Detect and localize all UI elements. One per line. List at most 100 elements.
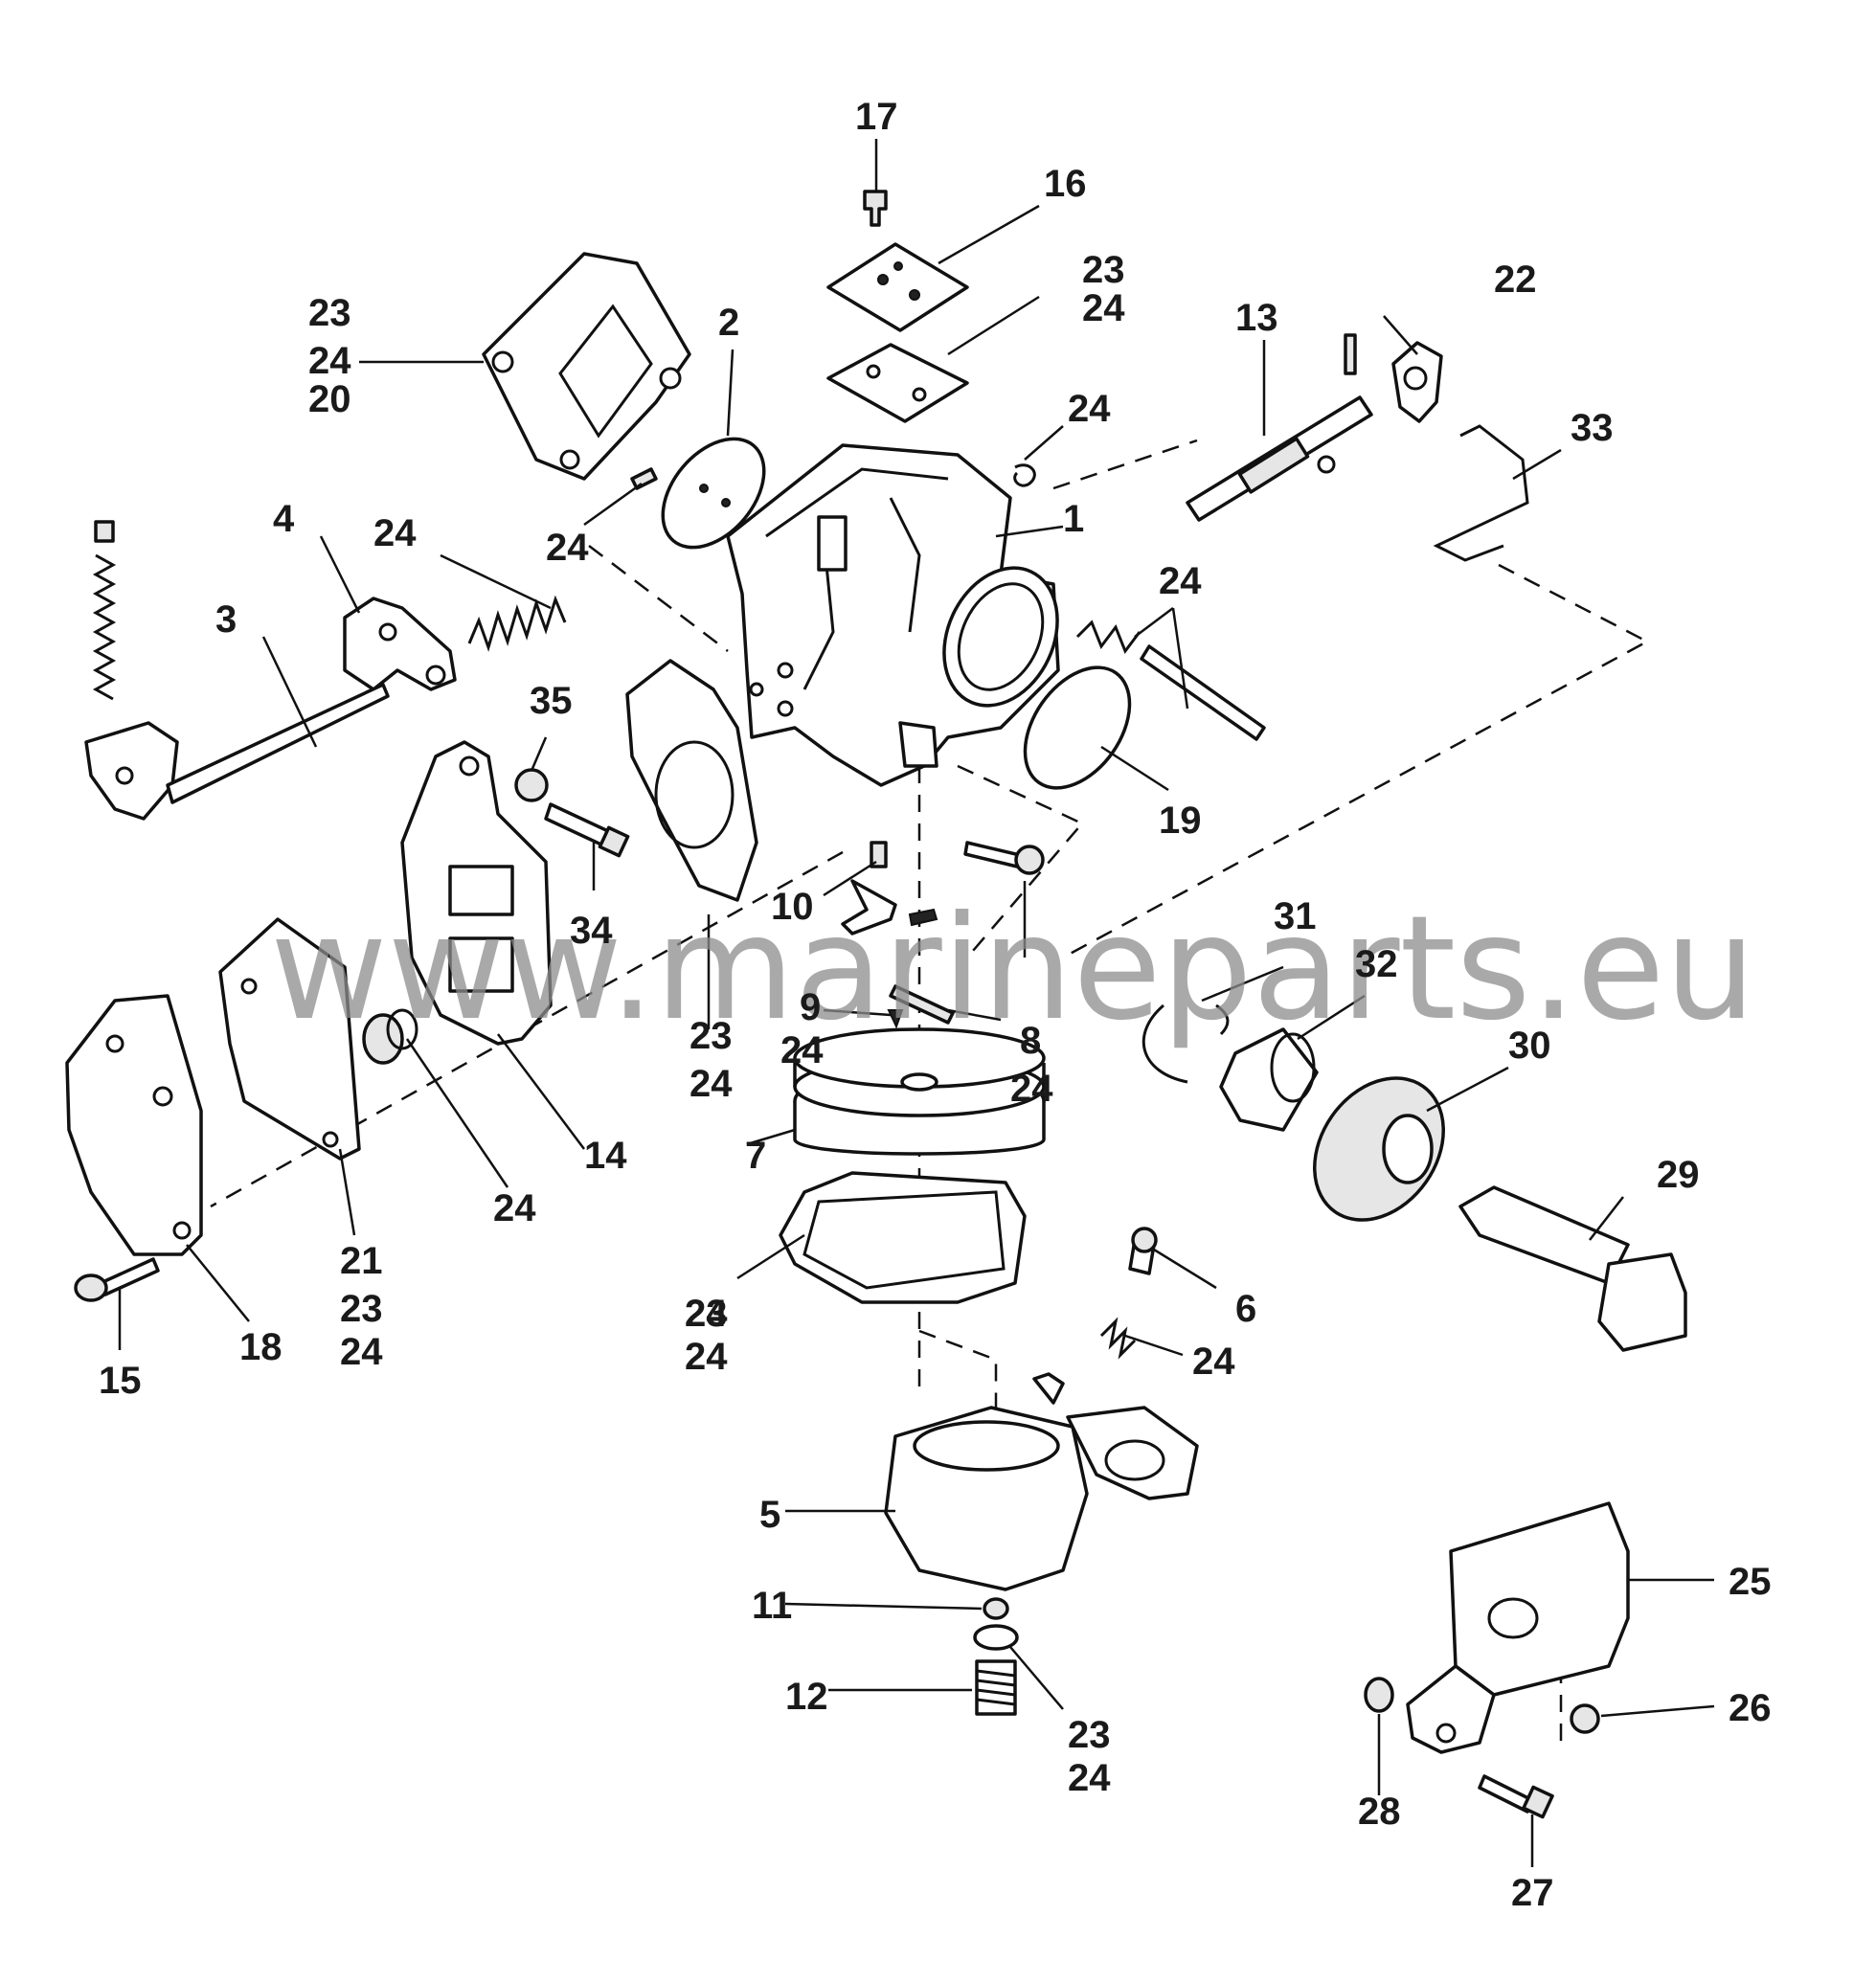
callout-4: 4: [273, 498, 295, 540]
callout-24: 24: [1159, 560, 1202, 602]
callout-24: 24: [546, 527, 589, 569]
part-30-gear-cam: [1313, 1076, 1445, 1222]
part-35-nut: [514, 768, 549, 802]
callout-11: 11: [752, 1585, 792, 1627]
callout-8: 8: [1020, 1020, 1041, 1062]
part-15-screw: [74, 1257, 160, 1302]
watermark-text: www.marineparts.eu: [270, 886, 1756, 1052]
part-5-float-bowl: [884, 1372, 1199, 1591]
part-9-needle-valve: [887, 1009, 904, 1029]
part-24-small-screw-a: [630, 467, 658, 490]
part-13-throttle-shaft: [1186, 333, 1373, 522]
part-19-throttle-plate: [1023, 665, 1132, 790]
callout-24: 24: [1010, 1068, 1053, 1110]
callout-18: 18: [239, 1326, 283, 1368]
part-7-float: [793, 1027, 1046, 1156]
part-18-pump-cover: [65, 994, 203, 1256]
part-12-drain-screw: [975, 1659, 1017, 1716]
callout-24: 24: [1068, 388, 1111, 430]
callout-23: 23: [1082, 249, 1125, 291]
part-23-washer: [973, 1624, 1019, 1651]
callout-29: 29: [1657, 1154, 1700, 1196]
callout-35: 35: [530, 680, 573, 722]
part-24-small-clip-b: [1013, 463, 1036, 487]
callout-32: 32: [1355, 943, 1398, 985]
callout-24: 24: [340, 1331, 383, 1373]
callout-19: 19: [1159, 800, 1202, 842]
callout-25: 25: [1729, 1561, 1772, 1603]
part-16-cover-plate: [826, 242, 969, 332]
part-33-wire-link: [1433, 424, 1529, 562]
part-21-gasket: [218, 917, 361, 1161]
callout-14: 14: [584, 1135, 627, 1177]
part-11-seal: [983, 1597, 1009, 1620]
callout-2: 2: [718, 302, 739, 344]
callout-6: 6: [1235, 1288, 1256, 1330]
part-24-idle-screw: [1075, 620, 1266, 741]
part-32-bushing: [1219, 1027, 1319, 1132]
part-28-bushing: [1364, 1677, 1394, 1713]
callout-30: 30: [1508, 1025, 1551, 1067]
callout-31: 31: [1274, 895, 1317, 937]
part-hinge-pin: [841, 879, 938, 935]
part-24-screw-c: [963, 841, 1045, 875]
part-31-retaining-clip: [1141, 1003, 1230, 1084]
callout-27: 27: [1511, 1872, 1554, 1914]
callout-17: 17: [855, 96, 898, 138]
callout-labels: 17 16 23 24 22 13 33 23 24 20 2 24 1 4 2…: [99, 96, 1772, 1914]
callout-3: 3: [215, 598, 237, 641]
callout-23: 23: [1068, 1714, 1111, 1756]
callout-23: 23: [340, 1288, 383, 1330]
part-23-gasket-body: [625, 659, 758, 902]
part-34-screw: [544, 802, 630, 858]
part-27-screw: [1478, 1774, 1554, 1819]
part-17-screw: [863, 190, 888, 227]
callout-16: 16: [1044, 163, 1087, 205]
part-14-fuel-pump-body: [400, 740, 553, 1046]
callout-34: 34: [570, 910, 613, 952]
callout-22: 22: [1494, 259, 1537, 301]
callout-13: 13: [1235, 297, 1278, 339]
callout-28: 28: [1358, 1791, 1401, 1833]
part-10-needle: [870, 841, 888, 868]
leader-lines: [118, 139, 1715, 1867]
callout-24: 24: [685, 1293, 728, 1335]
callout-24: 24: [780, 1029, 824, 1071]
callout-12: 12: [785, 1676, 828, 1718]
callout-24: 24: [685, 1336, 728, 1378]
part-24-check-valve: [362, 1008, 418, 1065]
part-26-ball: [1570, 1703, 1600, 1734]
part-24-spring-b: [1099, 1317, 1137, 1360]
callout-24: 24: [689, 1063, 733, 1105]
part-25-enrichener: [1406, 1501, 1630, 1754]
part-4-cam-lever: [343, 597, 457, 691]
part-20-gasket-plate: [482, 252, 691, 481]
callout-24: 24: [308, 340, 351, 382]
callout-24: 24: [1082, 287, 1125, 329]
part-29-plunger: [1458, 1185, 1687, 1352]
callout-9: 9: [800, 986, 821, 1028]
callout-24: 24: [1068, 1757, 1111, 1799]
callout-26: 26: [1729, 1687, 1772, 1729]
callout-5: 5: [759, 1494, 780, 1536]
part-2-diaphragm: [661, 437, 766, 550]
part-gasket-under-16: [826, 343, 969, 423]
callout-33: 33: [1571, 407, 1614, 449]
callout-24: 24: [1192, 1341, 1235, 1383]
callout-10: 10: [771, 886, 814, 928]
callout-7: 7: [745, 1135, 766, 1177]
callout-21: 21: [340, 1240, 383, 1282]
part-23-float-bowl-gasket: [779, 1171, 1027, 1304]
callout-24: 24: [493, 1187, 536, 1229]
callout-23: 23: [308, 292, 351, 334]
callout-23: 23: [689, 1015, 733, 1057]
part-8-pin: [889, 984, 955, 1025]
callout-1: 1: [1063, 498, 1084, 540]
callout-24: 24: [373, 512, 417, 554]
part-3-choke-shaft: [84, 520, 390, 821]
callout-20: 20: [308, 378, 351, 420]
part-6-mixture-screw: [1128, 1227, 1158, 1275]
part-24-spring-a: [467, 595, 567, 652]
part-1-carburetor-body: [726, 443, 1060, 787]
